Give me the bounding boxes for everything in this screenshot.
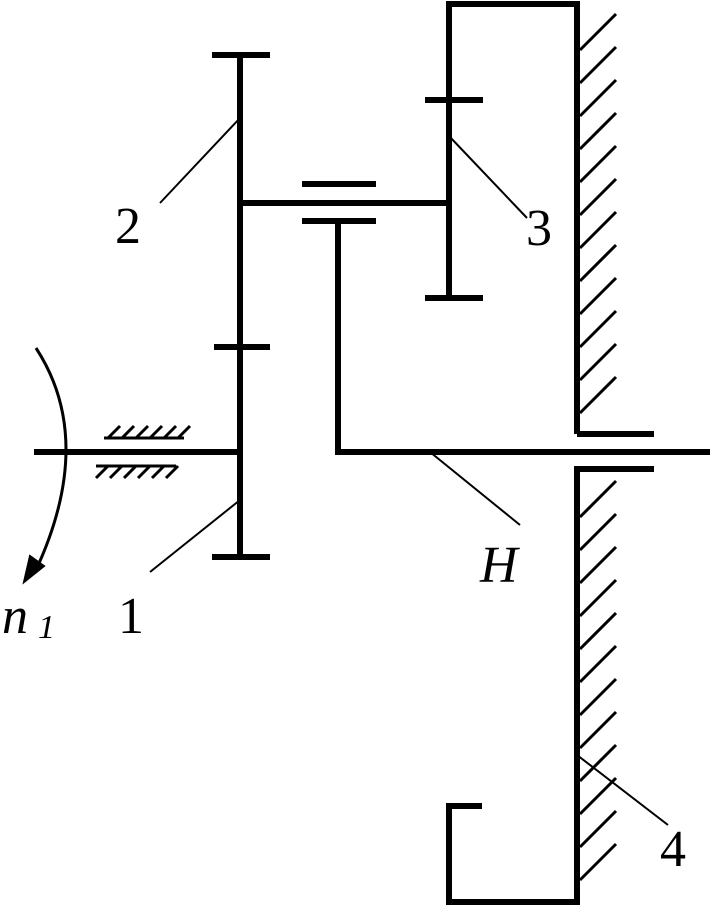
leader-line-1 xyxy=(149,499,241,573)
leader-line-h xyxy=(429,451,521,526)
label-gear-2: 2 xyxy=(115,198,141,255)
ring-gear-4-upper-frame xyxy=(446,1,654,437)
ground-hatching-upper xyxy=(578,12,618,415)
label-speed-subscript: 1 xyxy=(38,609,55,646)
leader-line-3 xyxy=(448,135,528,219)
leader-line-2 xyxy=(159,117,241,204)
gear-3 xyxy=(425,97,483,301)
shaft-bearing-support xyxy=(94,424,192,480)
label-gear-1: 1 xyxy=(118,588,144,645)
ring-gear-4-lower-frame xyxy=(446,466,654,905)
label-gear-4: 4 xyxy=(660,821,686,878)
label-carrier-h: H xyxy=(479,537,520,594)
planet-axle xyxy=(240,181,449,224)
ground-hatching-lower xyxy=(578,479,618,882)
gear-1-and-2-column xyxy=(212,52,270,560)
label-speed-n: n xyxy=(2,588,28,645)
carrier-h xyxy=(335,221,710,455)
leader-line-4 xyxy=(576,754,669,826)
label-gear-3: 3 xyxy=(526,200,552,257)
rotation-arrow-icon xyxy=(22,347,68,585)
